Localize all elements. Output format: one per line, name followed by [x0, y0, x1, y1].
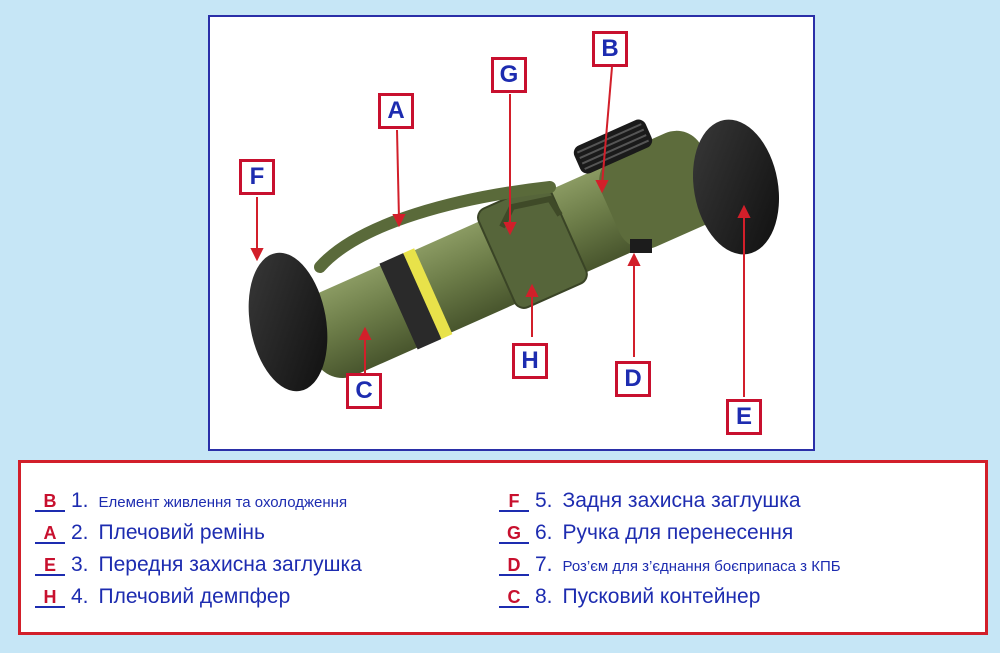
- launcher-illustration: [248, 66, 780, 397]
- legend-letter: D: [499, 556, 529, 576]
- shoulder-strap: [314, 181, 556, 273]
- legend-number: 7.: [535, 553, 553, 576]
- callout-c: C: [346, 373, 382, 409]
- legend-letter: H: [35, 588, 65, 608]
- legend-number: 4.: [71, 585, 89, 608]
- legend-letter: B: [35, 492, 65, 512]
- callout-leaders: [250, 66, 751, 397]
- legend-text: Пусковий контейнер: [562, 585, 761, 608]
- launcher-photo-frame: A B C D E F G H: [208, 15, 815, 451]
- legend-number: 1.: [71, 489, 89, 512]
- legend-letter: F: [499, 492, 529, 512]
- legend-number: 8.: [535, 585, 553, 608]
- legend-text: Плечовий ремінь: [98, 521, 265, 544]
- rear-end-cap: [692, 119, 780, 255]
- legend-item: A 2. Плечовий ремінь: [35, 521, 265, 549]
- legend-letter: E: [35, 556, 65, 576]
- legend-number: 3.: [71, 553, 89, 576]
- legend-item: G 6. Ручка для перенесення: [499, 521, 793, 549]
- callout-h: H: [512, 343, 548, 379]
- legend-number: 5.: [535, 489, 553, 512]
- battery-coolant-unit: [573, 119, 653, 174]
- callout-e: E: [726, 399, 762, 435]
- legend-text: Передня захисна заглушка: [98, 553, 362, 576]
- callout-g: G: [491, 57, 527, 93]
- legend-letter: C: [499, 588, 529, 608]
- legend-letter: G: [499, 524, 529, 544]
- legend-text: Задня захисна заглушка: [562, 489, 801, 512]
- callout-a: A: [378, 93, 414, 129]
- legend-item: E 3. Передня захисна заглушка: [35, 553, 362, 581]
- legend-text: Роз’єм для з’єднання боєприпаса з КПБ: [562, 558, 841, 575]
- legend-box: B 1. Елемент живлення та охолодження A 2…: [18, 460, 988, 635]
- legend-item: C 8. Пусковий контейнер: [499, 585, 760, 613]
- legend-text: Ручка для перенесення: [562, 521, 794, 544]
- legend-item: H 4. Плечовий демпфер: [35, 585, 290, 613]
- connector-plug: [630, 239, 652, 253]
- carrying-handle: [499, 195, 563, 229]
- legend-item: D 7. Роз’єм для з’єднання боєприпаса з К…: [499, 553, 841, 581]
- legend-number: 6.: [535, 521, 553, 544]
- legend-item: B 1. Елемент живлення та охолодження: [35, 489, 347, 517]
- legend-item: F 5. Задня захисна заглушка: [499, 489, 801, 517]
- callout-d: D: [615, 361, 651, 397]
- front-end-cap: [248, 252, 328, 392]
- callout-b: B: [592, 31, 628, 67]
- legend-text: Елемент живлення та охолодження: [98, 494, 348, 511]
- legend-number: 2.: [71, 521, 89, 544]
- legend-letter: A: [35, 524, 65, 544]
- legend-text: Плечовий демпфер: [98, 585, 291, 608]
- callout-f: F: [239, 159, 275, 195]
